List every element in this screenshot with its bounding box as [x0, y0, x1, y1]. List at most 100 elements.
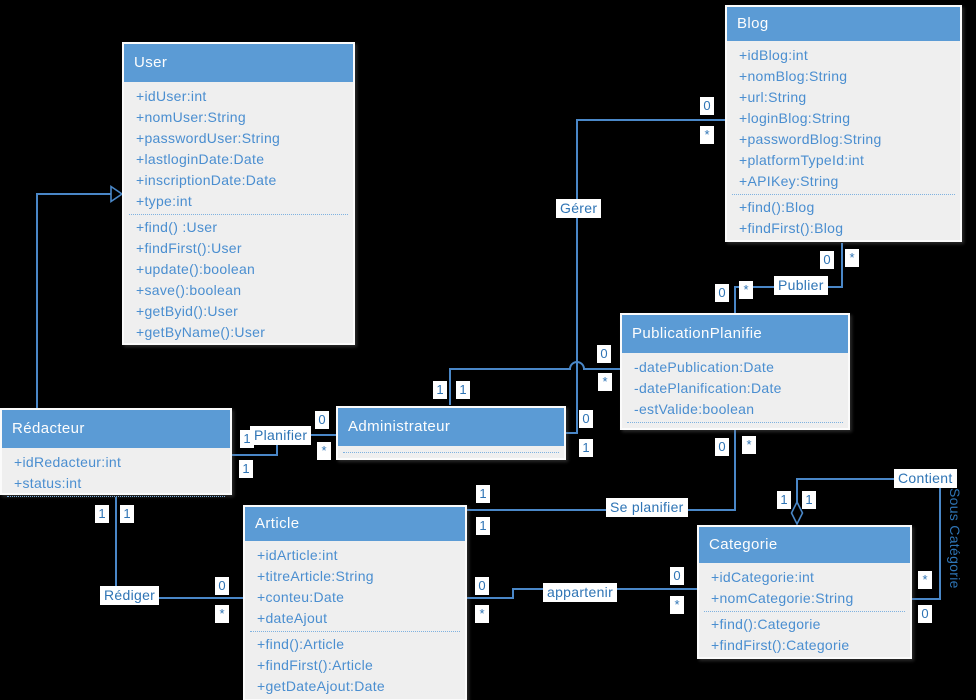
aggregation-diamond-icon — [790, 500, 804, 526]
class-member: +idUser:int — [136, 88, 207, 104]
class-blog[interactable]: Blog +idBlog:int +nomBlog:String +url:Stri… — [725, 5, 962, 242]
generalization-redacteur-user-connector[interactable] — [36, 193, 111, 408]
mult-seplanifier-article-max[interactable]: 1 — [476, 517, 490, 535]
section-divider — [7, 496, 225, 497]
mult-appartenir-categorie-min[interactable]: 0 — [670, 567, 684, 585]
class-member: +nomBlog:String — [739, 68, 848, 84]
mult-rediger-redacteur-min[interactable]: 1 — [95, 505, 109, 523]
publier-label[interactable]: Publier — [774, 276, 828, 295]
class-categorie[interactable]: Categorie +idCategorie:int+nomCategorie:… — [697, 525, 912, 659]
sous-categorie-label[interactable]: Sous Catégorie — [947, 488, 963, 589]
class-member: +getByid():User — [136, 303, 239, 319]
mult-seplanifier-pub-max[interactable]: * — [742, 436, 756, 454]
class-member: +findFirst():Article — [257, 657, 374, 673]
mult-seplanifier-pub-min[interactable]: 0 — [715, 438, 729, 456]
class-article-body: +idArticle:int+titreArticle:String+conte… — [245, 541, 465, 699]
class-member: +find() :User — [136, 219, 218, 235]
mult-rediger-article-min[interactable]: 0 — [215, 577, 229, 595]
mult-contient-diamond-right[interactable]: 1 — [802, 491, 816, 509]
appartenir-label[interactable]: appartenir — [543, 583, 618, 602]
class-member: +find():Categorie — [711, 616, 821, 632]
gerer-connector[interactable] — [566, 119, 725, 434]
class-member: +idRedacteur:int — [14, 454, 122, 470]
mult-planifier-admin-max[interactable]: * — [317, 442, 331, 460]
planifier-label[interactable]: Planifier — [250, 426, 312, 445]
class-member: +passwordBlog:String — [739, 131, 882, 147]
class-member: +lastloginDate:Date — [136, 151, 265, 167]
mult-appartenir-article-max[interactable]: * — [475, 605, 489, 623]
class-member: -estValide:boolean — [634, 401, 755, 417]
mult-planifier-redacteur-max[interactable]: 1 — [239, 460, 253, 478]
class-blog-attributes: +idBlog:int+nomBlog:String+url:String+lo… — [727, 45, 960, 192]
class-publication-planifie-header: PublicationPlanifie — [622, 315, 848, 353]
mult-adminpub-admin-max[interactable]: 1 — [456, 381, 470, 399]
section-divider — [627, 422, 843, 423]
mult-seplanifier-article-min[interactable]: 1 — [476, 485, 490, 503]
class-publication-planifie-body: -datePublication:Date-datePlanification:… — [622, 353, 848, 427]
class-member: +findFirst():User — [136, 240, 242, 256]
mult-adminpub-pub-max[interactable]: * — [598, 373, 612, 391]
class-redacteur[interactable]: Rédacteur +idRedacteur:int+status:int — [0, 408, 232, 497]
mult-gerer-admin-max[interactable]: 1 — [579, 439, 593, 457]
class-member: +idBlog:int — [739, 47, 809, 63]
class-member: +findFirst():Categorie — [711, 637, 850, 653]
class-user[interactable]: User +idUser:int+nomUser:String+password… — [122, 42, 355, 345]
mult-gerer-admin-min[interactable]: 0 — [579, 410, 593, 428]
mult-rediger-redacteur-max[interactable]: 1 — [120, 505, 134, 523]
mult-publier-pub-min[interactable]: 0 — [715, 284, 729, 302]
class-member: -datePlanification:Date — [634, 380, 782, 396]
class-member: +idCategorie:int — [711, 569, 815, 585]
class-categorie-methods: +find():Categorie +findFirst():Categorie — [699, 614, 910, 656]
class-publication-planifie[interactable]: PublicationPlanifie -datePublication:Dat… — [620, 313, 850, 430]
section-divider — [732, 194, 955, 195]
class-member: +findFirst():Blog — [739, 220, 844, 236]
class-article-header: Article — [245, 507, 465, 541]
mult-gerer-blog-max[interactable]: * — [700, 126, 714, 144]
class-categorie-attributes: +idCategorie:int+nomCategorie:String — [699, 567, 910, 609]
class-redacteur-body: +idRedacteur:int+status:int — [2, 448, 230, 501]
mult-planifier-redacteur-min[interactable]: 1 — [240, 430, 254, 448]
class-article[interactable]: Article +idArticle:int+titreArticle:Stri… — [243, 505, 467, 700]
class-categorie-body: +idCategorie:int+nomCategorie:String +fi… — [699, 563, 910, 658]
mult-rediger-article-max[interactable]: * — [215, 605, 229, 623]
mult-appartenir-categorie-max[interactable]: * — [670, 596, 684, 614]
contient-label[interactable]: Contient — [894, 469, 957, 488]
class-user-attributes: +idUser:int +nomUser:String +passwordUser:… — [124, 86, 353, 212]
mult-publier-blog-max[interactable]: * — [845, 249, 859, 267]
mult-publier-pub-max[interactable]: * — [739, 281, 753, 299]
class-user-body: +idUser:int +nomUser:String +passwordUser:… — [124, 82, 353, 345]
mult-adminpub-pub-min[interactable]: 0 — [597, 345, 611, 363]
class-member: +passwordUser:String — [136, 130, 281, 146]
section-divider — [704, 611, 905, 612]
mult-adminpub-admin-min[interactable]: 1 — [433, 381, 447, 399]
section-divider — [129, 214, 348, 215]
class-member: +url:String — [739, 89, 807, 105]
mult-planifier-admin-min[interactable]: 0 — [315, 411, 329, 429]
section-divider — [343, 452, 559, 453]
class-member: +APIKey:String — [739, 173, 839, 189]
class-member: +getDateAjout:Date — [257, 678, 385, 694]
section-divider — [250, 631, 460, 632]
class-member: +platformTypeId:int — [739, 152, 865, 168]
gerer-label[interactable]: Gérer — [556, 199, 602, 218]
mult-contient-right-top[interactable]: * — [918, 571, 932, 589]
mult-publier-blog-min[interactable]: 0 — [820, 251, 834, 269]
class-blog-header: Blog — [727, 7, 960, 41]
mult-gerer-blog-min[interactable]: 0 — [700, 97, 714, 115]
mult-appartenir-article-min[interactable]: 0 — [475, 577, 489, 595]
rediger-label[interactable]: Rédiger — [100, 586, 160, 605]
administrateur-publication-connector[interactable] — [449, 361, 620, 405]
class-member: +nomUser:String — [136, 109, 246, 125]
se-planifier-connector[interactable] — [467, 430, 736, 511]
class-member: +idArticle:int — [257, 547, 338, 563]
class-administrateur[interactable]: Administrateur — [336, 406, 566, 460]
class-administrateur-body — [338, 446, 564, 457]
mult-contient-diamond-left[interactable]: 1 — [777, 491, 791, 509]
mult-contient-right-bottom[interactable]: 0 — [918, 605, 932, 623]
se-planifier-label[interactable]: Se planifier — [606, 498, 688, 517]
class-administrateur-header: Administrateur — [338, 408, 564, 446]
inheritance-arrowhead-icon — [110, 184, 124, 204]
class-member: +find():Article — [257, 636, 345, 652]
class-member: +find():Blog — [739, 199, 815, 215]
